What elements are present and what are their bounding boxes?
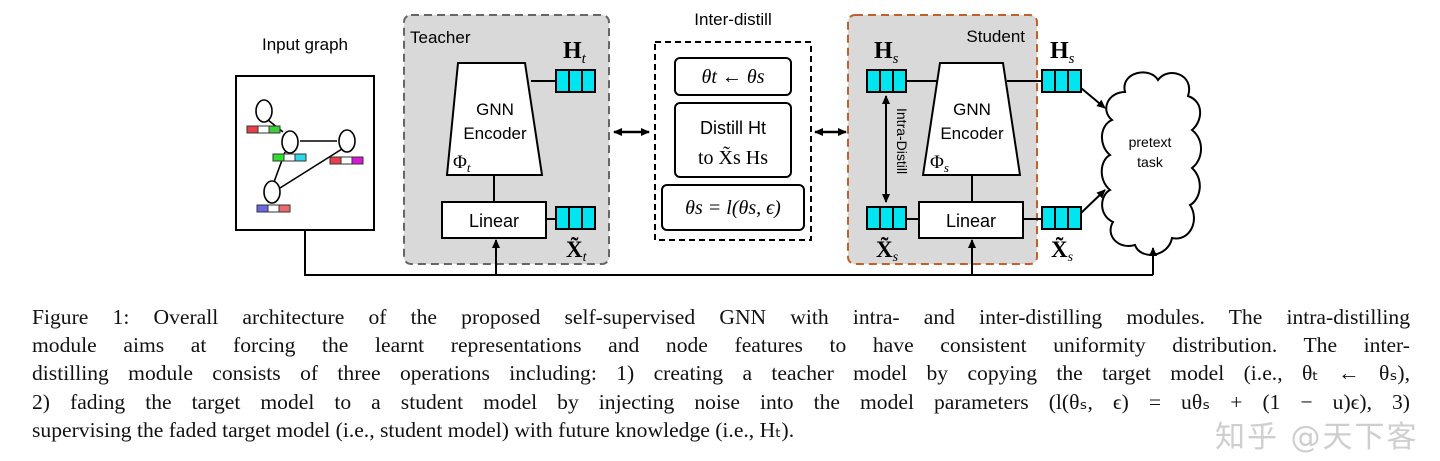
svg-text:task: task [1137, 154, 1164, 170]
student-panel: Student Hs GNN Encoder Φs Linear X̃s Int… [847, 14, 1042, 265]
student-x-label: X̃s [876, 237, 899, 265]
student-phi: Φs [930, 152, 949, 175]
svg-text:GNN: GNN [476, 100, 514, 119]
svg-text:Linear: Linear [946, 211, 996, 231]
svg-text:pretext: pretext [1129, 134, 1172, 150]
distill-line2: to X̃s Hs [698, 145, 768, 169]
student-label: Student [966, 27, 1025, 46]
watermark: 知乎 @天下客 [1215, 420, 1419, 455]
student-h-features [866, 69, 907, 93]
svg-text:Linear: Linear [469, 211, 519, 231]
pretext-task-cloud: pretext task [1100, 71, 1202, 256]
output-h-label: Hs [1050, 38, 1075, 67]
intra-distill-label: Intra-Distill [894, 108, 910, 174]
input-connectors [304, 230, 1157, 276]
student-h-label: Hs [874, 38, 899, 67]
caption-line: Figure 1: Overall architecture of the pr… [32, 305, 1410, 329]
caption-line: 2) fading the target model to a student … [32, 389, 1410, 414]
student-x-features [866, 206, 907, 230]
figure-caption: Figure 1: Overall architecture of the pr… [32, 303, 1410, 444]
fade-rule: θs = l(θs, ϵ) [685, 197, 781, 219]
inter-distill-panel: Inter-distill θt ← θs Distill Ht to X̃s … [654, 10, 812, 241]
student-gnn-encoder [921, 62, 1022, 176]
input-graph-label: Input graph [262, 35, 348, 54]
teacher-x-features [555, 206, 596, 230]
caption-line: distilling module consists of three oper… [32, 361, 1410, 386]
svg-text:Encoder: Encoder [463, 124, 527, 143]
teacher-h-label: Ht [563, 38, 587, 67]
svg-text:GNN: GNN [953, 100, 991, 119]
output-h-features [1041, 69, 1082, 93]
output-x-features [1041, 206, 1082, 230]
architecture-diagram: Input graph Teacher Ht GNN Encoder Φt Li… [235, 10, 1202, 276]
caption-line: supervising the faded target model (i.e.… [32, 417, 795, 442]
teacher-label: Teacher [410, 28, 471, 47]
distill-line1: Distill Ht [700, 118, 766, 138]
caption-line: module aims at forcing the learnt repres… [32, 333, 1410, 358]
teacher-phi: Φt [453, 152, 471, 175]
output-x-label: X̃s [1051, 237, 1074, 265]
input-graph [235, 75, 375, 231]
teacher-x-label: X̃t [566, 237, 588, 265]
inter-distill-label: Inter-distill [694, 10, 771, 29]
svg-text:Encoder: Encoder [940, 124, 1004, 143]
teacher-panel: Teacher Ht GNN Encoder Φt Linear X̃t [403, 14, 610, 265]
student-linear [918, 201, 1024, 239]
teacher-h-features [555, 69, 596, 93]
teacher-gnn-encoder [445, 62, 544, 176]
copy-rule: θt ← θs [702, 66, 765, 88]
